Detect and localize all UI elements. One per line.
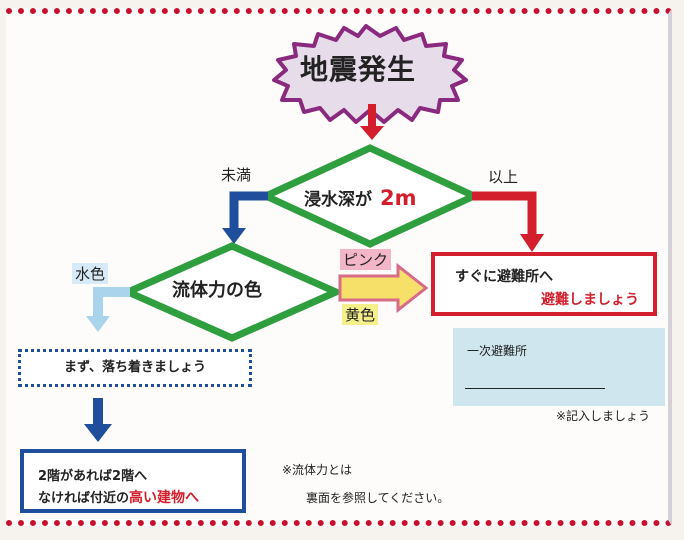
evacuate-box: すぐに避難所へ 避難しましょう bbox=[431, 252, 657, 316]
arrow-calm-head bbox=[84, 424, 112, 442]
arrow-above-path bbox=[472, 191, 537, 236]
arrow-down-shaft bbox=[368, 104, 376, 128]
arrow-lightblue-path bbox=[93, 287, 130, 318]
decision-force-diamond bbox=[119, 242, 345, 342]
shelter-note: ※記入しましょう bbox=[556, 409, 651, 423]
evacuate-line1: すぐに避難所へ bbox=[455, 269, 553, 285]
label-yellow: 黄色 bbox=[342, 304, 379, 325]
arrow-pink-yellow bbox=[338, 262, 429, 314]
label-pink: ピンク bbox=[340, 249, 392, 270]
title-text: 地震発生 bbox=[300, 53, 417, 86]
shelter-write-line bbox=[465, 388, 605, 389]
decision-depth-label: 浸水深が bbox=[304, 190, 372, 210]
high-line1: 2階があれば2階へ bbox=[38, 469, 148, 484]
note-line1: ※流体力とは bbox=[282, 463, 353, 477]
high-line2-prefix: なければ付近の bbox=[38, 491, 130, 506]
evacuate-line2: 避難しましょう bbox=[541, 292, 639, 308]
arrow-calm-shaft bbox=[93, 398, 103, 426]
arrow-below-path bbox=[229, 191, 268, 230]
decision-depth-value: 2m bbox=[380, 186, 417, 210]
arrow-down-head bbox=[360, 126, 384, 140]
arrow-above-head bbox=[520, 234, 544, 252]
decision-depth-diamond bbox=[257, 144, 483, 248]
arrow-lightblue-head bbox=[86, 316, 110, 332]
arrow-below-head bbox=[222, 228, 246, 244]
decision-force-text: 流体力の色 bbox=[172, 280, 262, 301]
shelter-panel: 一次避難所 bbox=[453, 328, 665, 406]
calm-box: まず、落ち着きましょう bbox=[18, 349, 252, 387]
shelter-label: 一次避難所 bbox=[467, 344, 528, 358]
high-line2-emphasis: 高い建物へ bbox=[129, 490, 200, 506]
label-below: 未満 bbox=[221, 166, 252, 184]
note-line2: 裏面を参照してください。 bbox=[306, 491, 450, 505]
label-above: 以上 bbox=[488, 168, 519, 186]
label-lightblue: 水色 bbox=[72, 263, 109, 284]
decision-depth-text: 浸水深が 2m bbox=[304, 185, 417, 210]
high-line2: なければ付近の高い建物へ bbox=[38, 487, 199, 507]
high-building-box: 2階があれば2階へ なければ付近の高い建物へ bbox=[20, 449, 246, 513]
